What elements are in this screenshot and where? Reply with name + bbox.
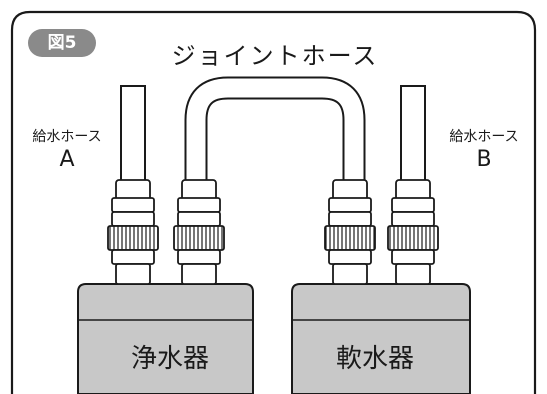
supply-hose-a-label: 給水ホース A	[22, 128, 112, 172]
water-softener-label: 軟水器	[335, 344, 414, 374]
supply-hose-b	[400, 85, 426, 187]
supply-hose-b-letter: B	[476, 147, 492, 172]
joint-hose	[184, 76, 366, 185]
supply-hose-b-text: 給水ホース	[449, 129, 519, 145]
supply-hose-a-text: 給水ホース	[32, 129, 102, 145]
purifier-joint-coupling	[173, 179, 225, 285]
supply-hose-b-label: 給水ホース B	[434, 128, 534, 172]
softener-joint-coupling	[324, 179, 376, 285]
supply-hose-b-coupling	[387, 179, 439, 285]
figure-frame	[10, 10, 537, 394]
water-purifier	[77, 283, 254, 394]
water-softener	[291, 283, 471, 394]
figure-badge: 図5	[28, 29, 96, 57]
water-purifier-label: 浄水器	[130, 344, 209, 374]
supply-hose-a-coupling	[107, 179, 159, 285]
supply-hose-a	[120, 85, 146, 187]
diagram-title: ジョイントホース	[171, 42, 379, 70]
supply-hose-a-letter: A	[59, 147, 75, 172]
